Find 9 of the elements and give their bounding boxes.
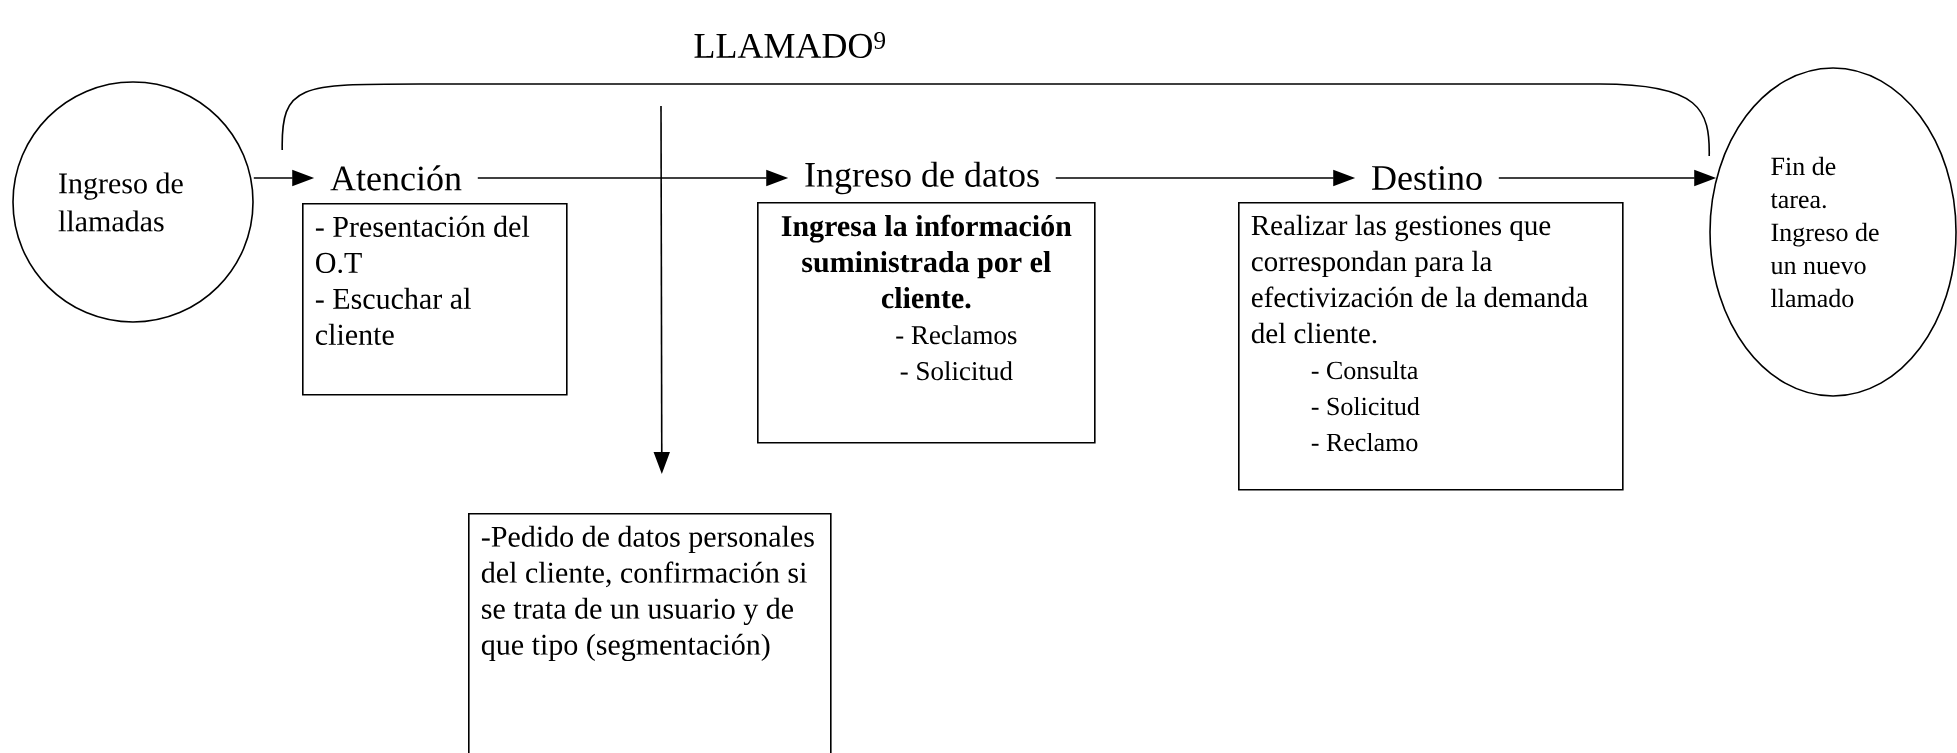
step-heading: Destino (1372, 165, 1482, 191)
note-box: -Pedido de datos personales del cliente, confirmación si se trata de un usuario y de que tipo (segmentación) (468, 513, 832, 753)
step-box: - Presentación del O.T - Escuchar al cliente (302, 203, 568, 396)
step-heading: Ingreso de datos (805, 161, 1039, 195)
step-box: Ingresa la información suministrada por el cliente. - Reclamos - Solicitud (757, 202, 1096, 444)
title: LLAMADO$^{9}$ (694, 31, 885, 59)
step-heading: Atención (330, 165, 462, 191)
loop-line (281, 83, 1710, 157)
step-box: Realizar las gestiones que correspondan para la efectivización de la demanda del cliente. - Consulta - Solicitud - Reclamo (1238, 202, 1624, 491)
